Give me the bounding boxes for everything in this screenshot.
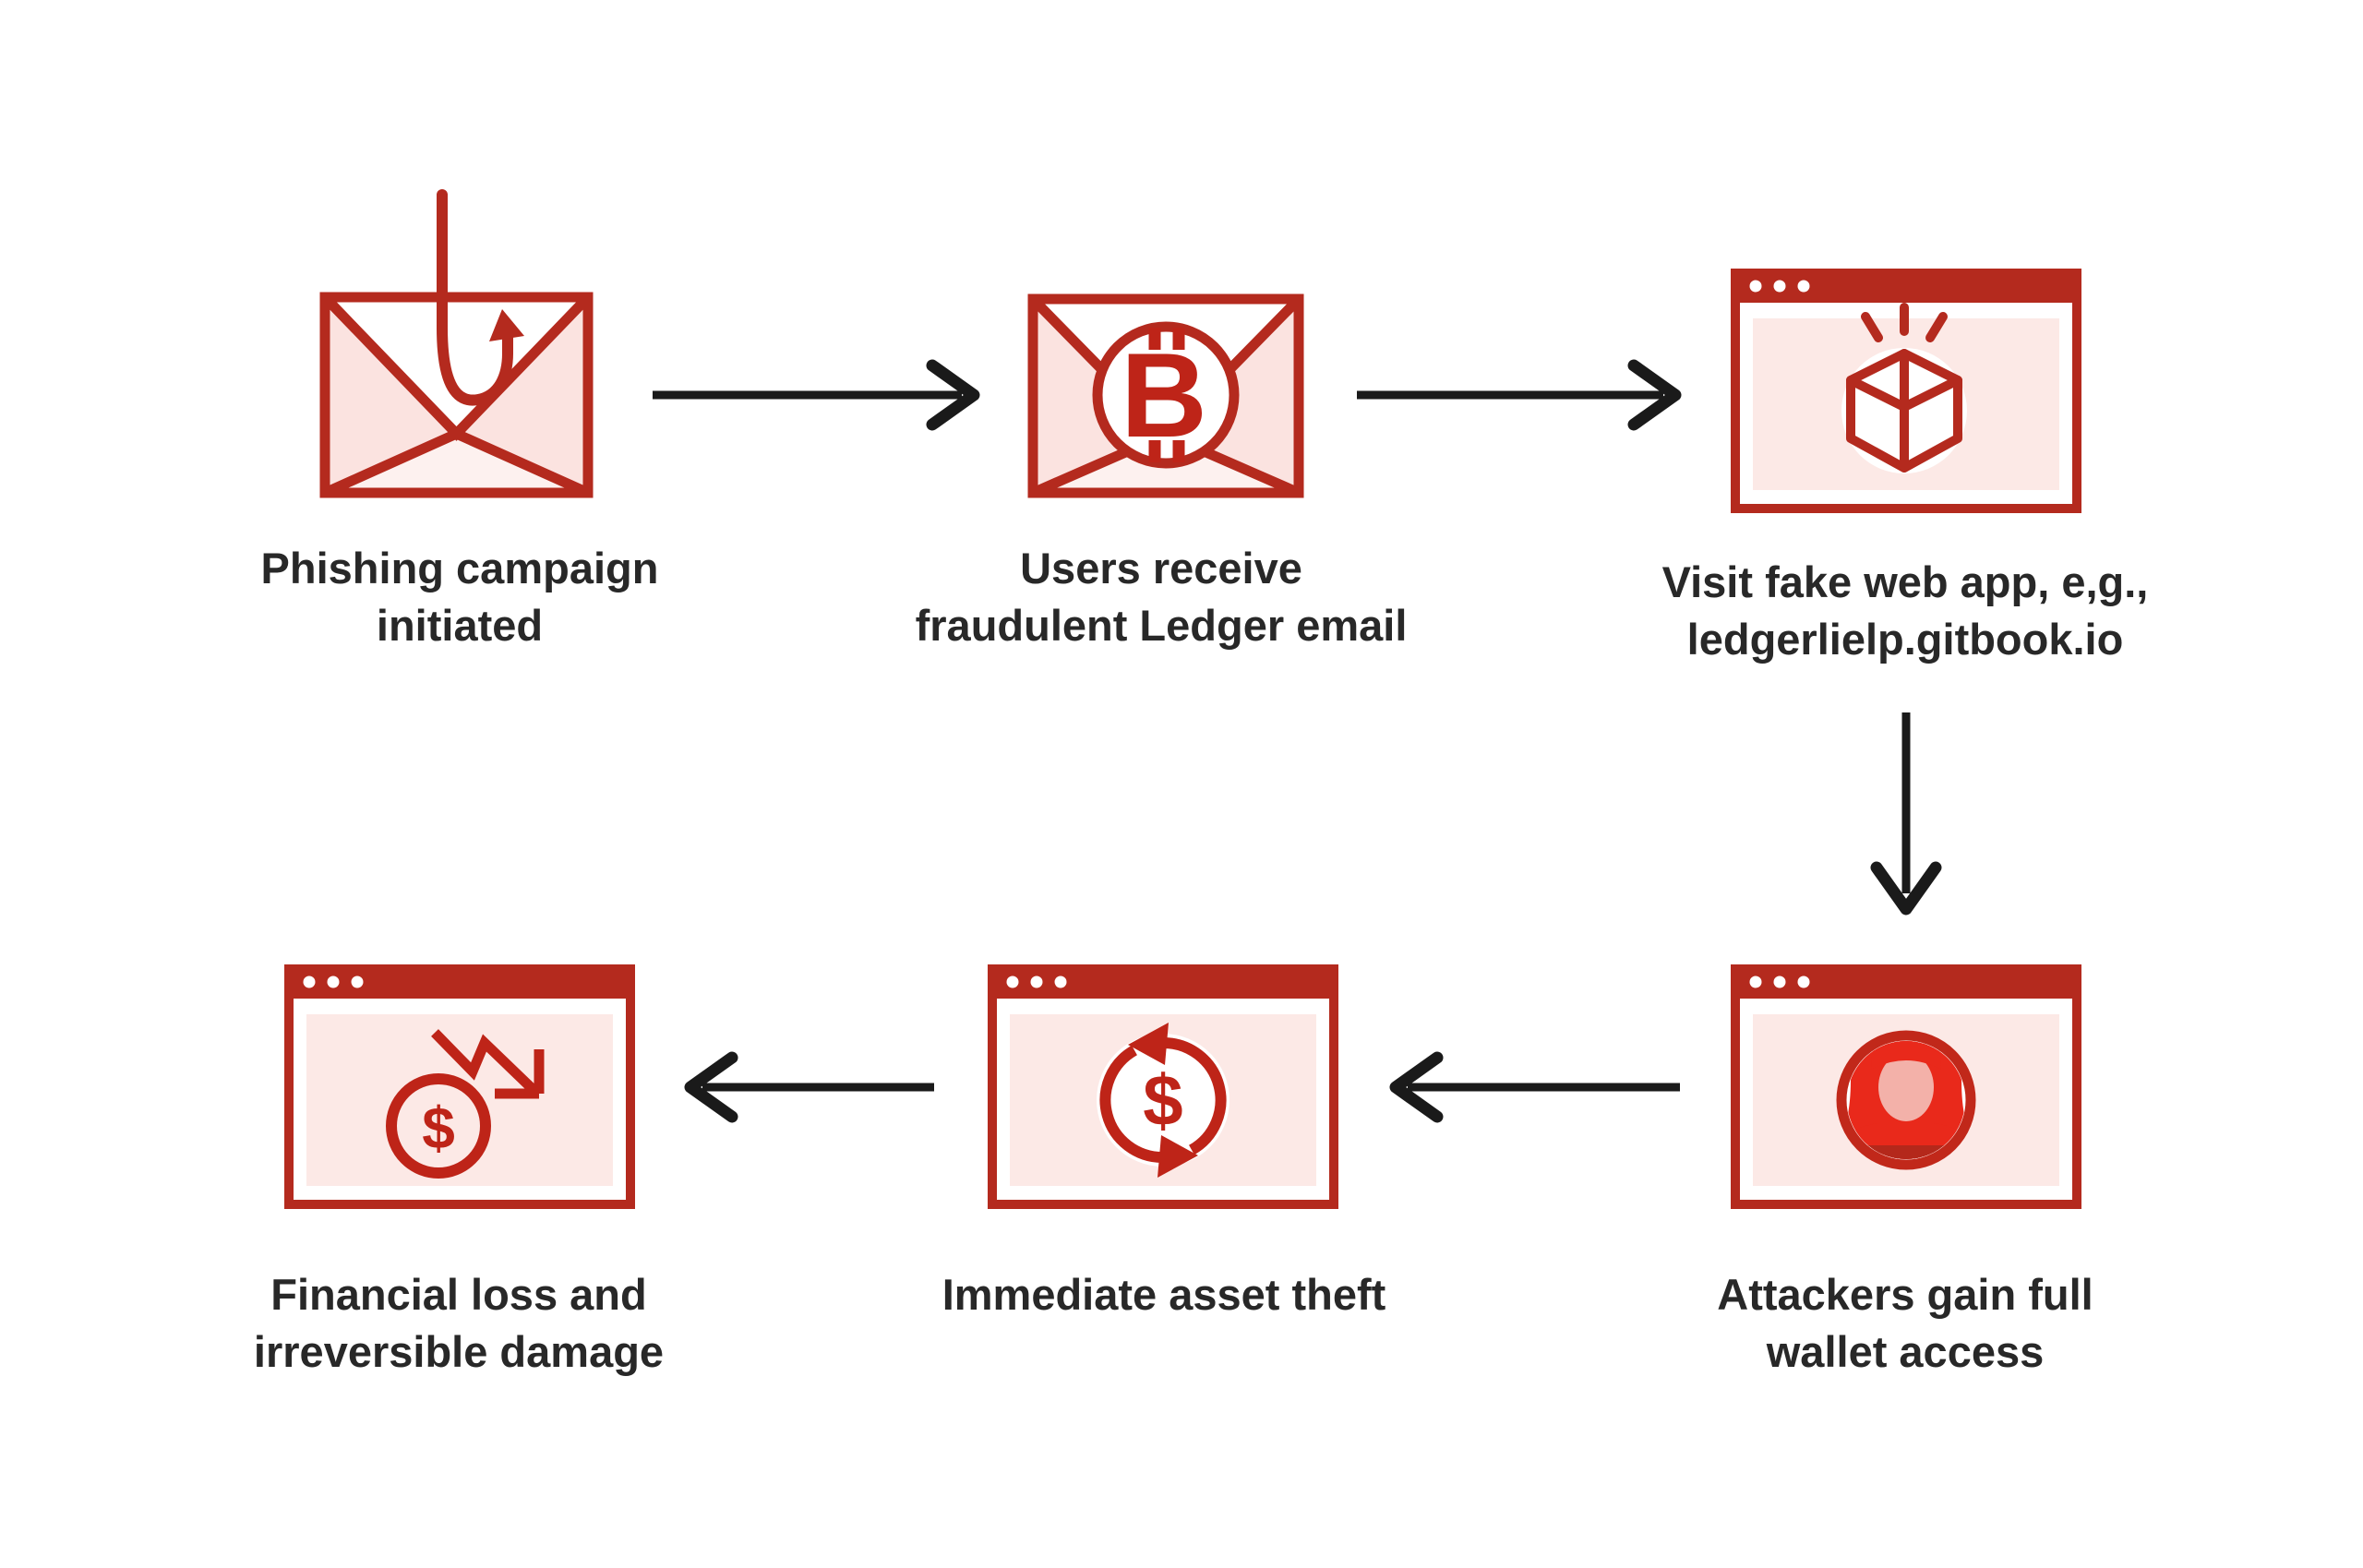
envelope-hook-icon bbox=[319, 189, 594, 498]
arrow-down bbox=[1870, 712, 1942, 916]
label-line: Immediate asset theft bbox=[942, 1270, 1386, 1319]
label-fraudulent-email: Users receive fraudulent Ledger email bbox=[866, 540, 1457, 654]
arrow-left-1 bbox=[1389, 1051, 1680, 1123]
bitcoin-letter: B bbox=[1121, 328, 1207, 462]
browser-box-icon bbox=[1731, 269, 2081, 513]
arrow-left-2 bbox=[684, 1051, 934, 1123]
label-line: Phishing campaign bbox=[260, 544, 659, 592]
label-line: Users receive bbox=[1020, 544, 1302, 592]
label-line: Financial loss and bbox=[270, 1270, 647, 1319]
dollar-glyph: $ bbox=[1143, 1059, 1182, 1141]
label-asset-theft: Immediate asset theft bbox=[841, 1266, 1487, 1323]
label-line: wallet access bbox=[1766, 1327, 2045, 1376]
browser-dollar-decline-icon: $ bbox=[284, 964, 635, 1209]
label-line: Attackers gain full bbox=[1717, 1270, 2093, 1319]
label-line: irreversible damage bbox=[253, 1327, 665, 1376]
label-wallet-access: Attackers gain full wallet access bbox=[1628, 1266, 2182, 1381]
browser-hacker-icon bbox=[1731, 964, 2081, 1209]
bitcoin-prongs bbox=[1148, 328, 1185, 462]
label-line: fraudulent Ledger email bbox=[915, 601, 1408, 650]
browser-dollar-cycle-icon: $ bbox=[988, 964, 1338, 1209]
label-phishing-campaign: Phishing campaign initiated bbox=[183, 540, 737, 654]
label-line: ledgerlielp.gitbook.io bbox=[1686, 615, 2124, 664]
label-line: initiated bbox=[376, 601, 544, 650]
arrow-right-2 bbox=[1357, 359, 1682, 431]
envelope-bitcoin-icon: B bbox=[1027, 293, 1304, 498]
label-fake-web-app: Visit fake web app, e,g., ledgerlielp.gi… bbox=[1582, 554, 2228, 668]
dollar-glyph: $ bbox=[422, 1095, 455, 1161]
label-financial-loss: Financial loss and irreversible damage bbox=[182, 1266, 736, 1381]
arrow-right-1 bbox=[653, 359, 980, 431]
label-line: Visit fake web app, e,g., bbox=[1661, 557, 2149, 606]
